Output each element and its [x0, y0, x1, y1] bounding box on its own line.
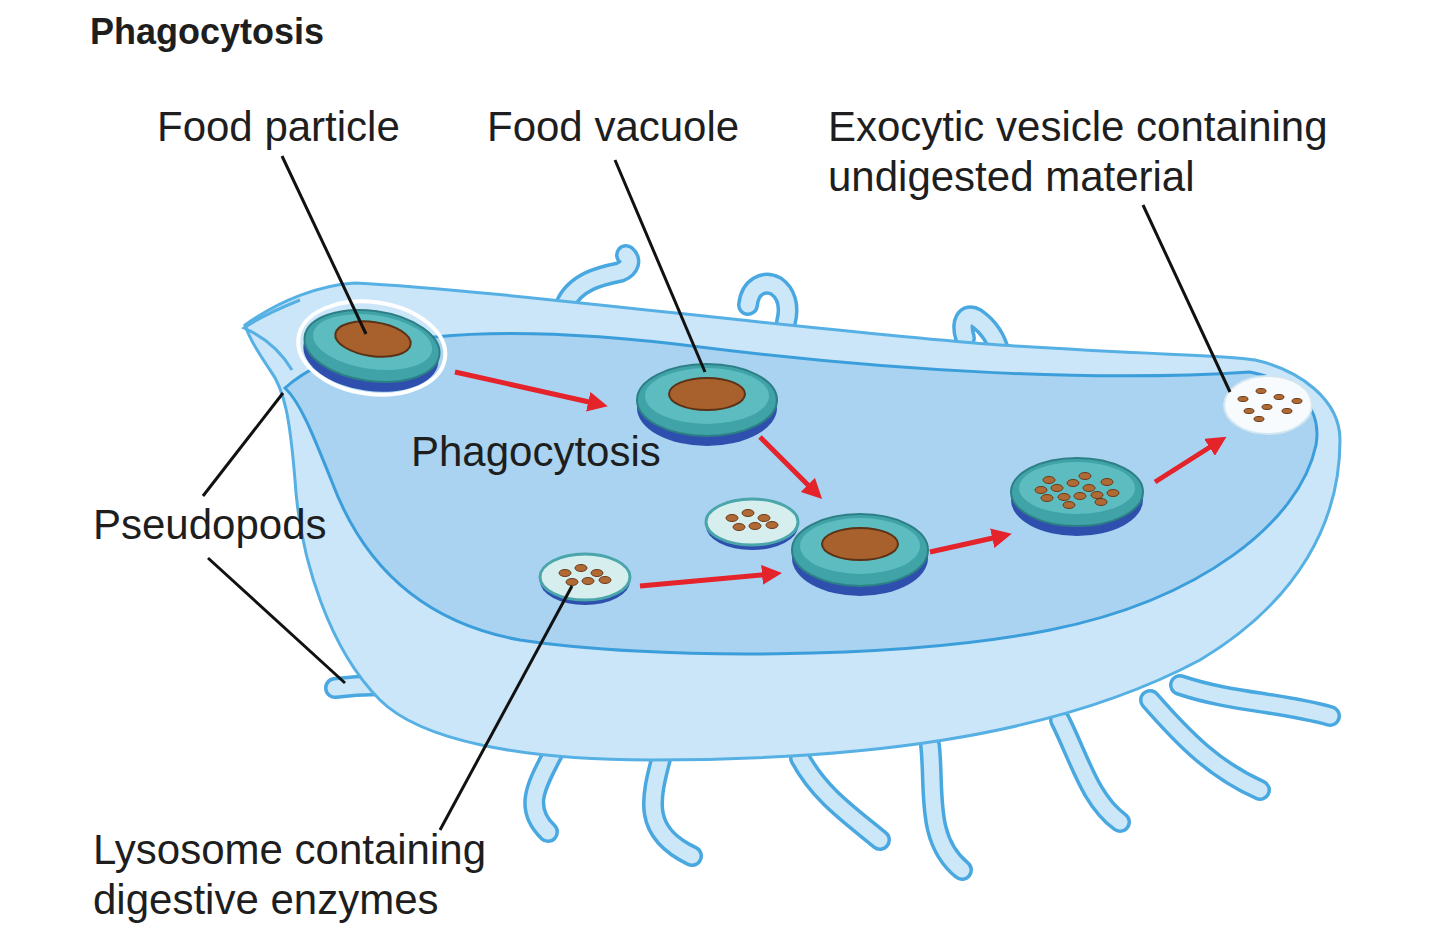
- pseudopod: [1180, 685, 1330, 716]
- pseudopod: [800, 758, 880, 840]
- digestive-enzymes: [726, 510, 778, 531]
- process-arrow: [640, 574, 772, 586]
- vesicle-top: [645, 368, 769, 424]
- vesicle-body: [792, 514, 928, 586]
- fusing-lysosome: [706, 499, 798, 550]
- callout-label: Food vacuole: [487, 102, 739, 152]
- vesicle-body: [300, 302, 444, 390]
- lysosome-body: [540, 554, 630, 600]
- leader-line: [208, 558, 345, 683]
- pseudopod: [653, 755, 692, 856]
- cell-top-surface: [285, 334, 1317, 654]
- callout-label: Food particle: [157, 102, 400, 152]
- diagram-title: Phagocytosis: [90, 10, 324, 54]
- process-arrow: [455, 372, 598, 404]
- leader-lines: [203, 156, 1230, 830]
- exocytic-vesicle: [1224, 376, 1312, 434]
- pseudopod: [565, 255, 629, 305]
- vesicle-base: [637, 370, 777, 446]
- exocytic-opening: [1224, 376, 1312, 434]
- digestive-enzymes: [559, 565, 611, 586]
- vesicle-base: [792, 520, 928, 596]
- callout-label: Pseudopods: [93, 500, 327, 550]
- leader-line: [440, 586, 572, 830]
- vesicle-top: [1019, 462, 1135, 514]
- pseudopod: [1060, 720, 1120, 822]
- fusing-vacuole: [792, 514, 928, 596]
- pseudopod: [748, 284, 788, 322]
- lysosome: [540, 554, 630, 605]
- lysosome-body: [706, 499, 798, 545]
- membrane-outline: [292, 292, 451, 404]
- lysosome-base: [706, 502, 798, 550]
- pseudopod: [1150, 700, 1260, 790]
- pseudopod: [800, 758, 880, 840]
- leader-line: [203, 393, 283, 496]
- pseudopod: [1060, 720, 1120, 822]
- process-arrow: [930, 536, 1002, 552]
- food-particle: [822, 528, 898, 560]
- pseudopod: [653, 755, 692, 856]
- pseudopod: [748, 284, 788, 322]
- process-arrow: [1155, 442, 1218, 482]
- lysosome-base: [540, 557, 630, 605]
- process-arrow: [760, 437, 815, 492]
- cell-body: Phagocytosis: [235, 265, 1350, 880]
- cell-mouth: [244, 300, 300, 370]
- leader-line: [1143, 205, 1230, 392]
- pseudopod: [930, 745, 962, 870]
- food-particle: [333, 317, 413, 361]
- food-particle: [669, 378, 745, 410]
- vesicle-base: [1011, 464, 1143, 536]
- vesicle-body: [637, 364, 777, 436]
- process-label: Phagocytosis: [411, 427, 661, 477]
- digested-particles: [1035, 473, 1119, 509]
- node-outline: [235, 265, 1350, 880]
- undigested-material: [1238, 389, 1302, 422]
- vesicle-base: [298, 308, 443, 400]
- food-vacuole: [637, 364, 777, 446]
- vesicle-top: [800, 518, 920, 574]
- vesicle-top: [309, 307, 435, 377]
- vesicle-body: [1011, 458, 1143, 526]
- digestion-vacuole: [1011, 458, 1143, 536]
- leader-line: [615, 160, 705, 372]
- callout-label: Lysosome containing digestive enzymes: [93, 825, 523, 925]
- pseudopod: [565, 255, 629, 305]
- pseudopod: [1150, 700, 1260, 790]
- engulfed-vesicle: [292, 292, 451, 404]
- pseudopod: [1180, 685, 1330, 716]
- callout-label: Exocytic vesicle containing undigested m…: [828, 102, 1368, 202]
- pseudopod: [930, 745, 962, 870]
- cell-side: [245, 283, 1340, 760]
- leader-line: [282, 156, 366, 334]
- process-arrows: [455, 372, 1218, 586]
